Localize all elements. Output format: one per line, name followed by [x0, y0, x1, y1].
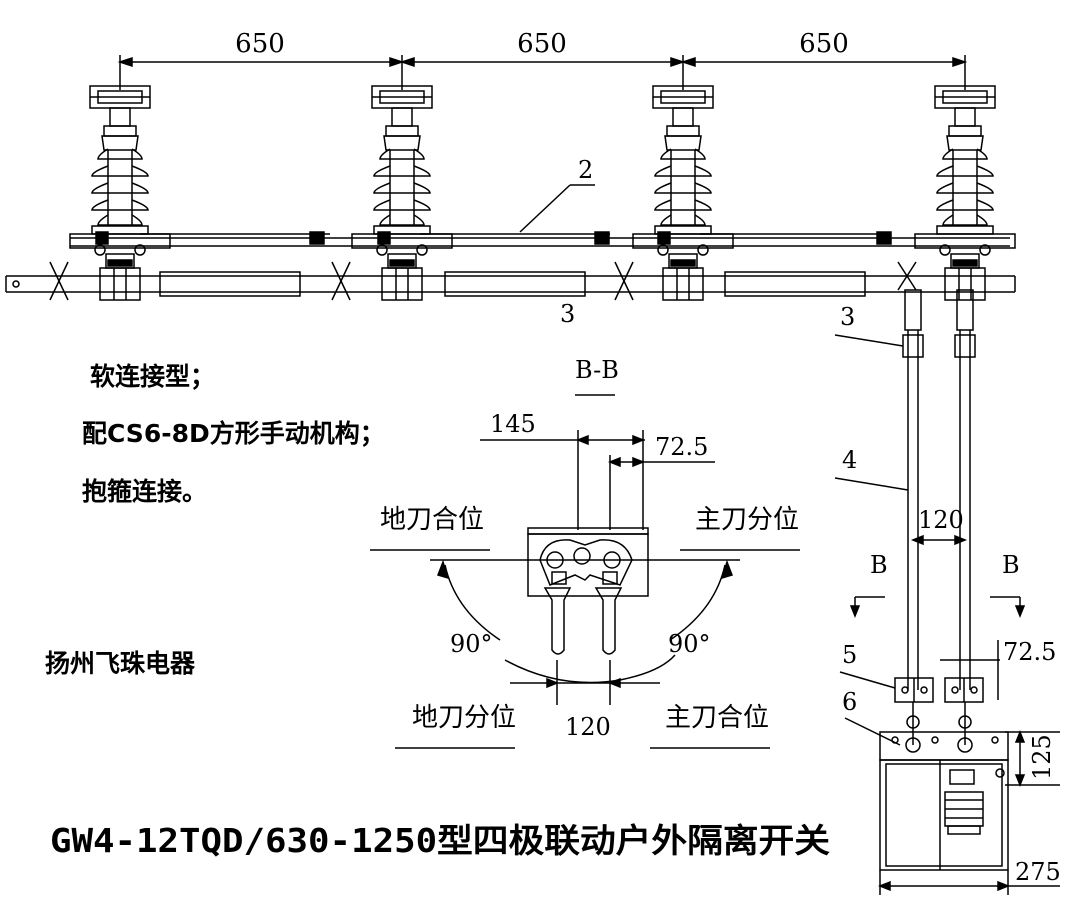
part-number-3-side: 3 — [840, 303, 855, 331]
dim-72-5-bb: 72.5 — [655, 433, 708, 461]
dim-120-bb: 120 — [565, 713, 611, 741]
leader-6 — [844, 717, 901, 746]
section-title: B-B — [575, 356, 619, 384]
leader-4 — [834, 477, 909, 491]
leader-2 — [519, 184, 571, 233]
main-shaft — [5, 261, 1016, 301]
note-line-1: 软连接型； — [90, 362, 215, 391]
label-main-closed: 主刀合位 — [665, 703, 769, 733]
section-arrows — [849, 596, 1026, 619]
dim-650-3: 650 — [799, 29, 849, 59]
part-number-3-bottom: 3 — [560, 300, 575, 328]
dim-125-line — [1005, 729, 1060, 788]
bb-dimensions — [480, 430, 715, 530]
drawing-title: GW4-12TQD/630-1250型四极联动户外隔离开关 — [50, 821, 830, 860]
insulator-pole-2 — [351, 85, 453, 301]
section-marker-b-left: B — [870, 551, 888, 579]
coupling-clamps — [894, 677, 984, 753]
part-number-2: 2 — [578, 156, 593, 184]
section-marker-b-right: B — [1002, 551, 1020, 579]
part-number-4: 4 — [842, 446, 857, 474]
bb-rotation-arcs — [430, 559, 740, 705]
insulator-pole-1 — [69, 85, 171, 301]
leader-5 — [839, 671, 896, 689]
dim-72-5-side-line — [940, 640, 1000, 700]
vertical-rods — [902, 289, 976, 690]
mechanism-box — [879, 731, 1009, 871]
dim-650-1: 650 — [235, 29, 285, 59]
label-ground-closed: 地刀合位 — [380, 505, 484, 535]
dim-120-side: 120 — [918, 506, 964, 534]
bb-mechanism — [527, 527, 649, 655]
manufacturer-name: 扬州飞珠电器 — [45, 649, 196, 678]
dim-650-2: 650 — [517, 29, 567, 59]
top-dimension-line — [117, 55, 968, 90]
label-angle-left: 90° — [450, 630, 493, 658]
note-line-3: 抱箍连接。 — [82, 477, 207, 506]
leader-3-side — [834, 334, 904, 347]
dim-145: 145 — [490, 410, 536, 438]
insulator-pole-3 — [632, 85, 734, 301]
dim-275: 275 — [1015, 858, 1061, 886]
label-main-open: 主刀分位 — [695, 505, 799, 535]
dim-275-line — [877, 870, 1060, 895]
upper-link-rod — [70, 231, 1010, 247]
dim-72-5-side: 72.5 — [1003, 638, 1056, 666]
insulator-poles — [69, 85, 1016, 301]
dim-120-side-line — [910, 534, 968, 546]
dim-125: 125 — [1028, 734, 1056, 780]
label-ground-open: 地刀分位 — [412, 703, 516, 733]
part-number-6: 6 — [842, 688, 857, 716]
note-line-2: 配CS6-8D方形手动机构； — [82, 419, 385, 448]
part-number-5: 5 — [842, 641, 857, 669]
label-angle-right: 90° — [668, 630, 711, 658]
insulator-pole-4 — [914, 85, 1016, 301]
